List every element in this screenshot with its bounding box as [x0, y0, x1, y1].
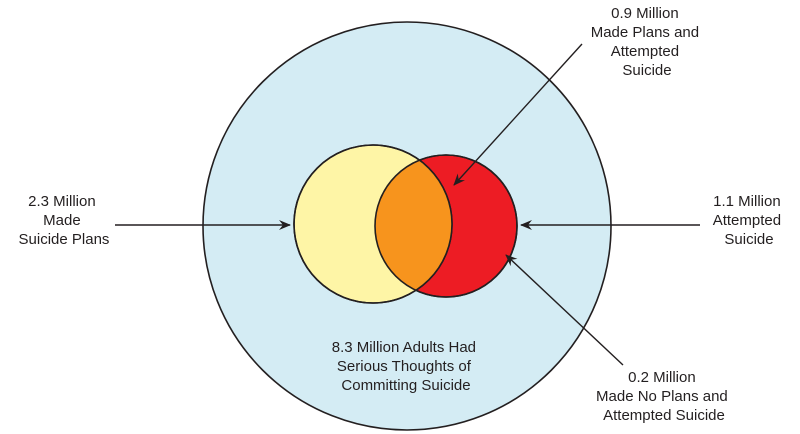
overlap-arrow [453, 43, 583, 186]
attempted-label: 1.1 Million Attempted Suicide [713, 193, 786, 248]
overlap-label: 0.9 Million Made Plans and Attempted Sui… [591, 5, 704, 79]
attempted-circle-border [374, 154, 518, 298]
plans-circle-border [293, 144, 453, 304]
no-plans-arrow [505, 254, 624, 366]
plans-label: 2.3 Million Made Suicide Plans [19, 193, 110, 248]
outer-circle-label: 8.3 Million Adults Had Serious Thoughts … [332, 339, 480, 394]
no-plans-label: 0.2 Million Made No Plans and Attempted … [596, 369, 732, 424]
overlap-region [375, 155, 452, 297]
